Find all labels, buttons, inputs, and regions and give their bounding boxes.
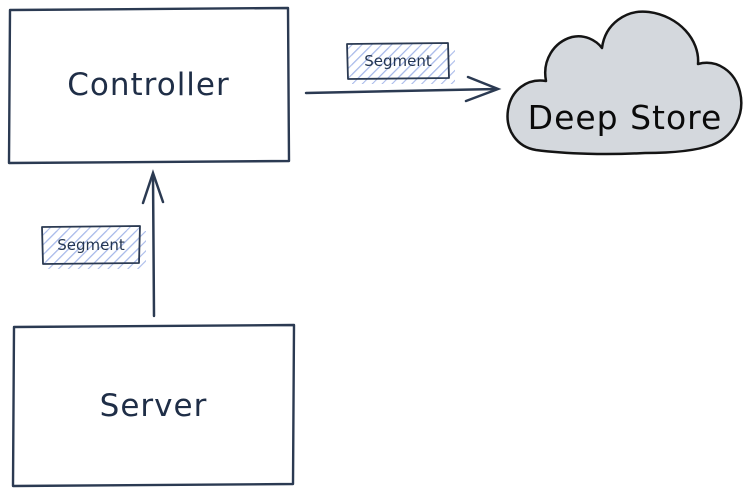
server-node-box — [11, 323, 296, 488]
arrow-shaft — [151, 172, 156, 318]
segment-box-top — [346, 42, 450, 80]
arrow-server-to-controller — [141, 169, 165, 318]
controller-node-box — [7, 6, 291, 165]
segment-box-left — [41, 225, 141, 265]
arrow-controller-to-deepstore — [304, 75, 502, 103]
arrowhead-up-icon — [141, 169, 165, 205]
arrow-shaft — [304, 87, 499, 95]
deep-store-cloud — [506, 10, 743, 156]
arrowhead-right-icon — [464, 75, 502, 103]
